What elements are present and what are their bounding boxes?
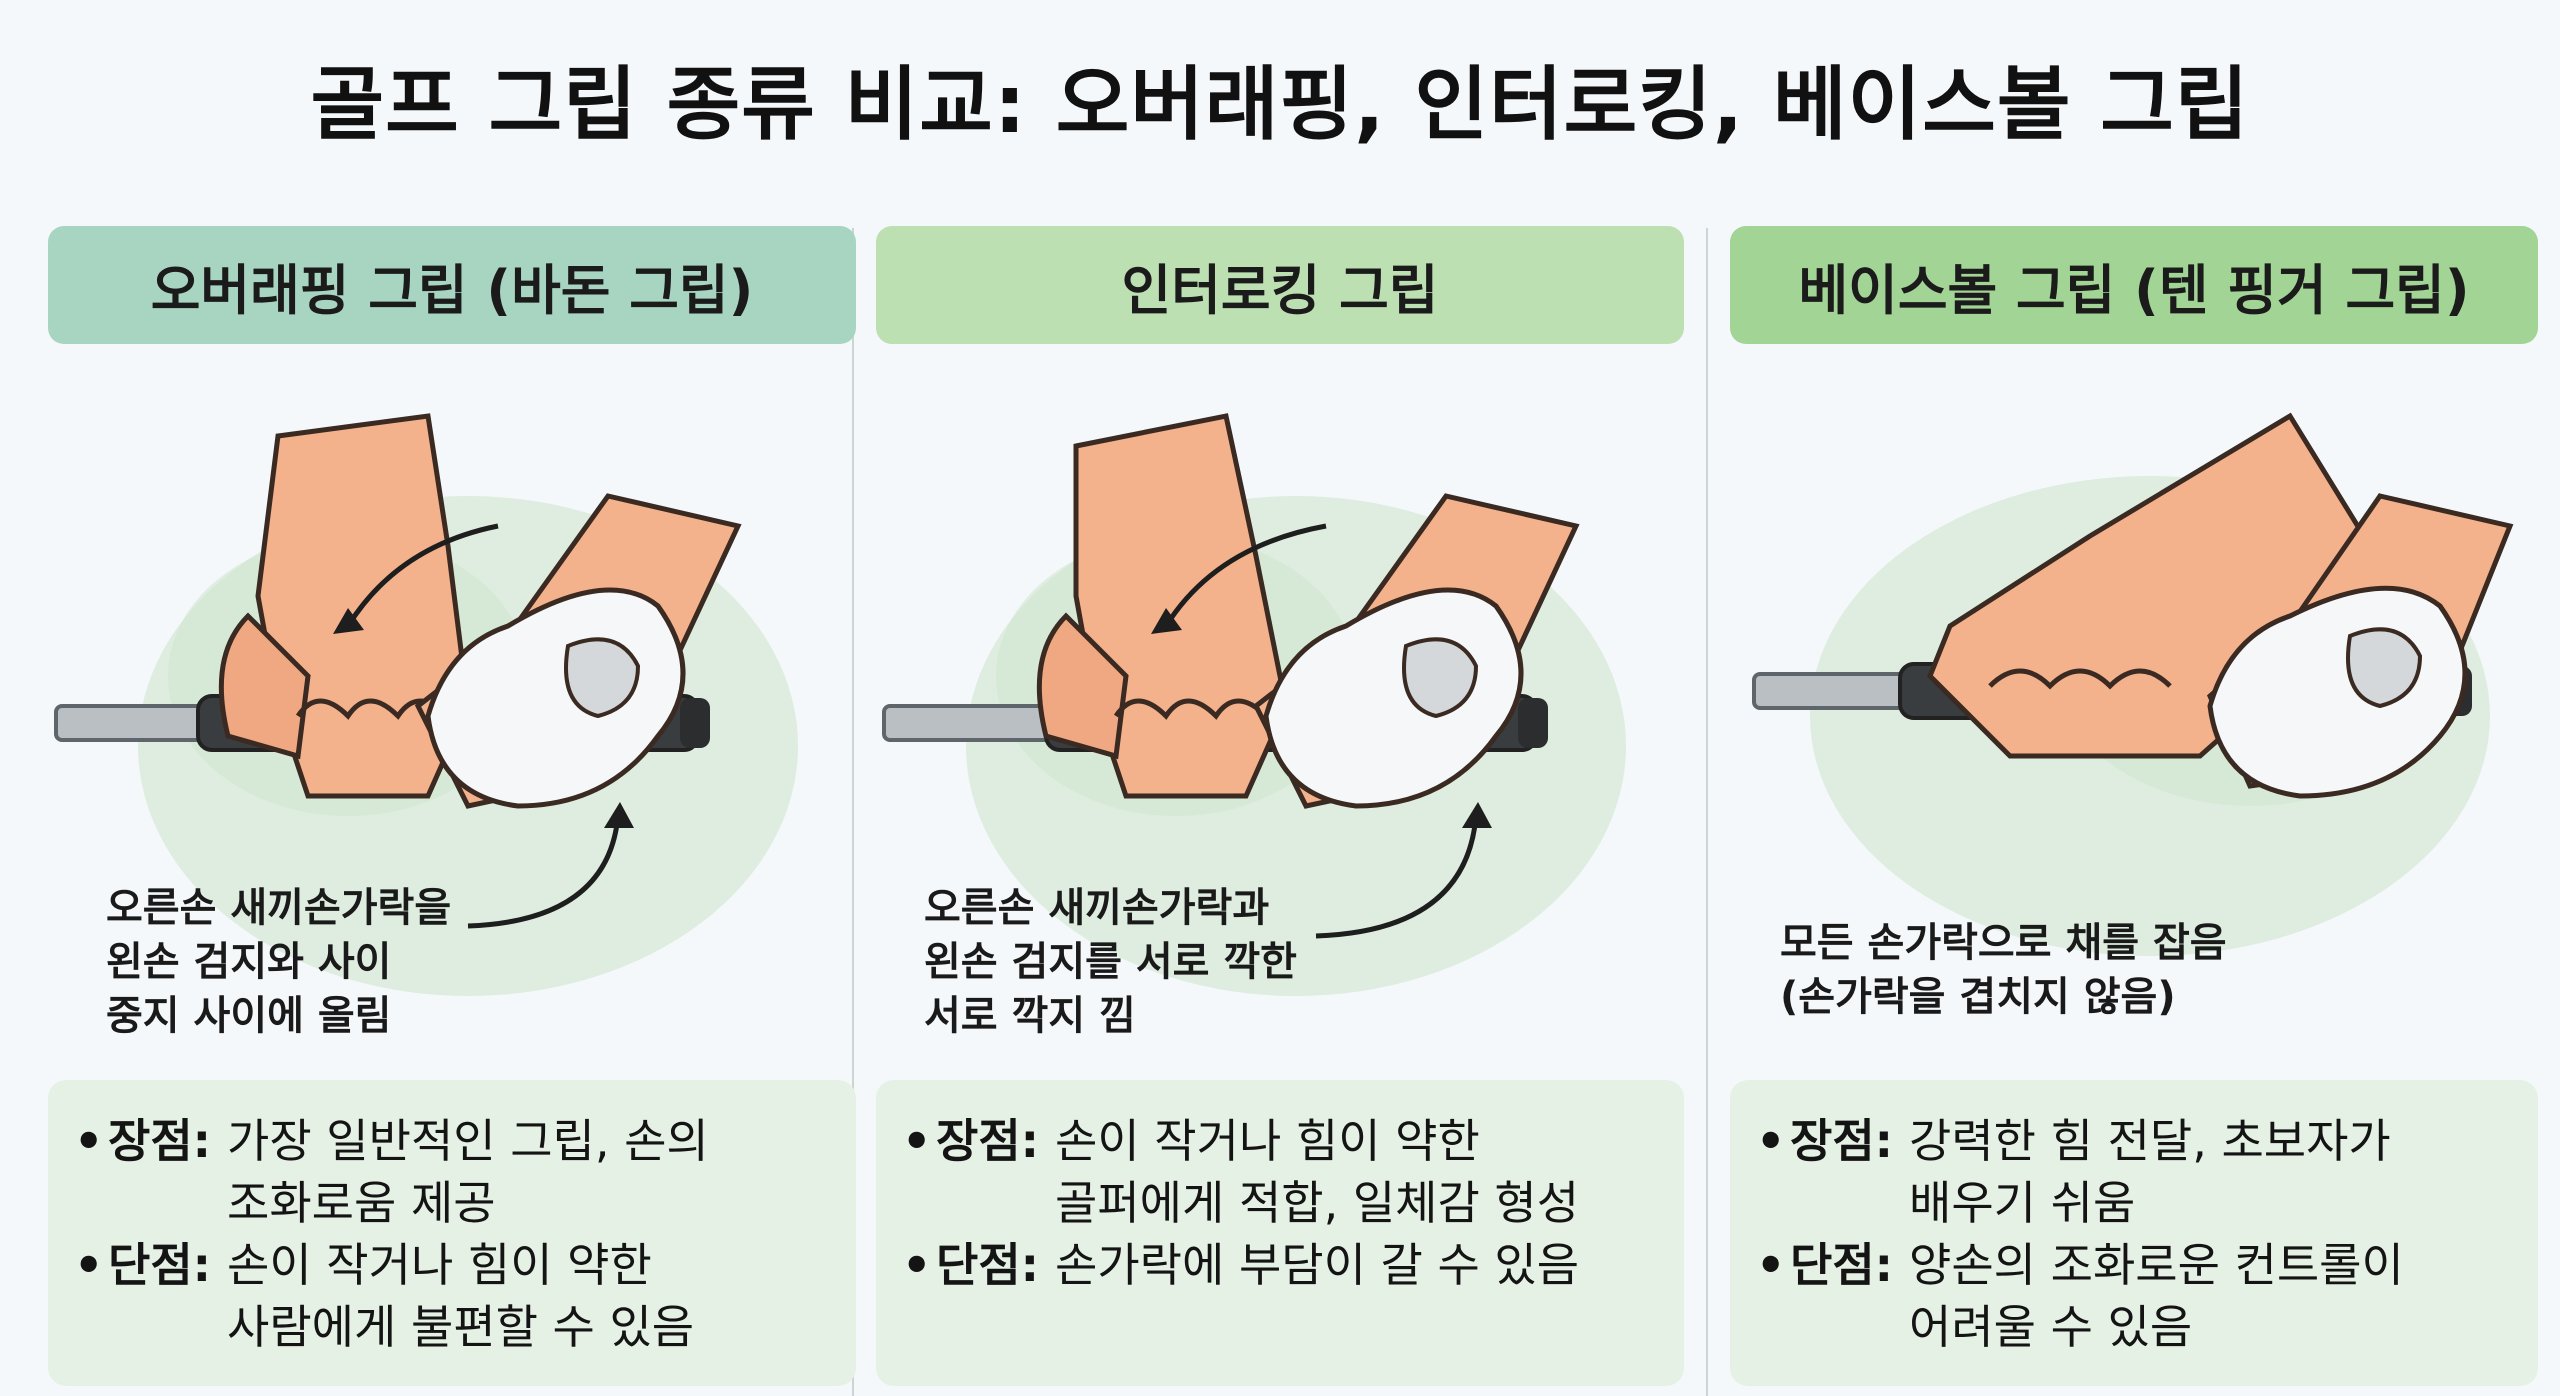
pros-text: 강력한 힘 전달, 초보자가 배우기 쉬움: [1909, 1114, 2391, 1230]
cons-text: 손이 작거나 힘이 약한 사람에게 불편할 수 있음: [227, 1238, 695, 1354]
curved-arrow-icon: [1151, 523, 1492, 939]
pros-cons-box: • 장점: 강력한 힘 전달, 초보자가 배우기 쉬움 • 단점: 양손의 조화…: [1730, 1080, 2538, 1386]
gloved-hand-icon: [1252, 493, 1580, 809]
panel-header: 인터로킹 그립: [876, 226, 1684, 344]
pros-row: • 장점: 강력한 힘 전달, 초보자가 배우기 쉬움: [1756, 1110, 2512, 1234]
pros-cons-box: • 장점: 손이 작거나 힘이 약한 골퍼에게 적합, 일체감 형성 • 단점:…: [876, 1080, 1684, 1386]
grip-illustration: [876, 376, 1684, 1076]
panel-baseball-grip: 베이스볼 그립 (텐 핑거 그립) 모든 손가락으로 채를 잡음 (손가락을 겹…: [1730, 226, 2538, 1396]
baseball-grip-illustration: [1752, 412, 2514, 956]
pros-text: 가장 일반적인 그립, 손의 조화로움 제공: [227, 1114, 709, 1230]
grip-illustration: [1730, 376, 2538, 1076]
panel-divider: [1706, 228, 1708, 1396]
pros-row: • 장점: 손이 작거나 힘이 약한 골퍼에게 적합, 일체감 형성: [902, 1110, 1658, 1234]
interlocking-grip-illustration: [882, 413, 1626, 996]
bullet-icon: •: [1756, 1238, 1786, 1292]
panel-header: 베이스볼 그립 (텐 핑거 그립): [1730, 226, 2538, 344]
pros-text: 손이 작거나 힘이 약한 골퍼에게 적합, 일체감 형성: [1055, 1114, 1580, 1230]
cons-row: • 단점: 손이 작거나 힘이 약한 사람에게 불편할 수 있음: [74, 1234, 830, 1358]
grip-caption: 모든 손가락으로 채를 잡음 (손가락을 겹치지 않음): [1780, 920, 2227, 1020]
pros-row: • 장점: 가장 일반적인 그립, 손의 조화로움 제공: [74, 1110, 830, 1234]
cons-label: 단점:: [1790, 1238, 1894, 1292]
cons-row: • 단점: 손가락에 부담이 갈 수 있음: [902, 1234, 1658, 1296]
pros-label: 장점:: [1790, 1114, 1894, 1168]
bullet-icon: •: [74, 1114, 104, 1168]
cons-text: 양손의 조화로운 컨트롤이 어려울 수 있음: [1909, 1238, 2404, 1354]
bullet-icon: •: [902, 1238, 932, 1292]
cons-text: 손가락에 부담이 갈 수 있음: [1055, 1238, 1580, 1292]
curved-arrow-icon: [333, 523, 634, 929]
pros-label: 장점:: [108, 1114, 212, 1168]
pros-cons-box: • 장점: 가장 일반적인 그립, 손의 조화로움 제공 • 단점: 손이 작거…: [48, 1080, 856, 1386]
page-title: 골프 그립 종류 비교: 오버래핑, 인터로킹, 베이스볼 그립: [310, 58, 2250, 151]
gloved-hand-icon: [2206, 493, 2514, 799]
panel-overlapping-grip: 오버래핑 그립 (바돈 그립): [48, 226, 856, 1396]
pros-label: 장점:: [936, 1114, 1040, 1168]
cons-row: • 단점: 양손의 조화로운 컨트롤이 어려울 수 있음: [1756, 1234, 2512, 1358]
panel-divider: [852, 228, 854, 1396]
panel-interlocking-grip: 인터로킹 그립: [876, 226, 1684, 1396]
grip-caption: 오른손 새끼손가락과 왼손 검지를 서로 깍한 서로 깍지 낌: [924, 885, 1297, 1039]
gloved-hand-icon: [414, 493, 742, 809]
overlapping-grip-illustration: [54, 413, 798, 996]
cons-label: 단점:: [108, 1238, 212, 1292]
bullet-icon: •: [74, 1238, 104, 1292]
bullet-icon: •: [902, 1114, 932, 1168]
cons-label: 단점:: [936, 1238, 1040, 1292]
left-hand-icon: [1036, 413, 1289, 799]
bullet-icon: •: [1756, 1114, 1786, 1168]
panel-header: 오버래핑 그립 (바돈 그립): [48, 226, 856, 344]
grip-caption: 오른손 새끼손가락을 왼손 검지와 사이 중지 사이에 올림: [106, 885, 452, 1039]
grip-illustration: [48, 376, 856, 1076]
